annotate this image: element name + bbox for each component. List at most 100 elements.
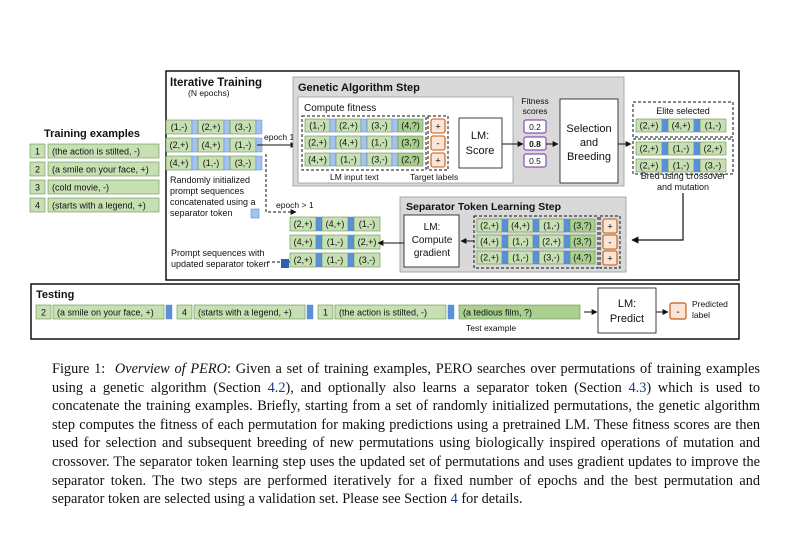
- epoch-1-label: epoch 1: [264, 132, 295, 142]
- sep-row-0-item-2-text: (1,-): [543, 220, 560, 230]
- genetic-algorithm-title: Genetic Algorithm Step: [298, 82, 420, 94]
- sep-row-0-sep-1: [532, 218, 540, 233]
- elite-sep-1: [693, 118, 701, 133]
- updated-caption-line-1: Prompt sequences with: [171, 248, 265, 258]
- testing-sequence: 2(a smile on your face, +)4(starts with …: [35, 304, 581, 320]
- sep-row-2-sep-0: [501, 250, 509, 265]
- train-text-1: (a smile on your face, +): [52, 165, 149, 175]
- updated-row-2-sep-0: [315, 252, 323, 268]
- iterative-training-subtitle: (N epochs): [188, 88, 230, 98]
- predicted-label-box: [669, 302, 687, 320]
- sep-target-dashed-box: [599, 215, 621, 269]
- sep-row-0-sep-0: [501, 218, 509, 233]
- train-text-2: (cold movie, -): [52, 183, 109, 193]
- elite-selected-label: Elite selected: [656, 106, 710, 116]
- sep-target-1-text: -: [608, 238, 611, 249]
- elite-dashed-box: [632, 101, 734, 138]
- ga-row-2-item-1-text: (1,-): [340, 154, 357, 164]
- predict-line-2: Predict: [610, 313, 644, 325]
- caption-part-4: for details.: [457, 491, 523, 508]
- init-caption-line-4: separator token: [170, 208, 233, 218]
- ga-row-1-sep-2: [391, 135, 399, 150]
- pero-overview-figure: Training examples 1(the action is stilte…: [29, 70, 740, 340]
- init-row-1-item-0-text: (2,+): [170, 140, 189, 150]
- target-dashed-box: [427, 115, 449, 171]
- train-text-box-2: [47, 179, 160, 195]
- test-text-box-0: [52, 304, 165, 320]
- predict-line-1: LM:: [618, 298, 636, 310]
- ga-row-0-sep-2: [391, 118, 399, 133]
- target-labels-label: Target labels: [410, 172, 458, 182]
- init-row-0-sep-2: [255, 119, 263, 135]
- ga-row-0-item-3-text: (4,?): [401, 120, 420, 130]
- ga-row-2-sep-1: [360, 152, 368, 167]
- lm-input-dashed-box: [301, 115, 427, 171]
- sep-row-2-item-3-cell: [569, 250, 596, 265]
- elite-item-2-cell: [699, 118, 727, 133]
- init-row-0-item-1-text: (2,+): [202, 122, 221, 132]
- updated-row-1-sep-1: [347, 234, 355, 250]
- test-example-label: Test example: [466, 323, 516, 333]
- updated-row-2-item-0-text: (2,+): [294, 255, 313, 265]
- init-row-2-sep-1: [223, 155, 231, 171]
- caption-ref-4[interactable]: 4: [450, 491, 458, 508]
- sep-row-1-item-1-text: (1,-): [512, 236, 529, 246]
- init-row-2-sep-0: [191, 155, 199, 171]
- initial-prompt-sequences: (1,-)(2,+)(3,-)(2,+)(4,+)(1,-)(4,+)(1,-)…: [165, 119, 263, 171]
- updated-row-0-item-2-text: (1,-): [359, 219, 376, 229]
- sep-input-dashed-box: [473, 215, 599, 269]
- caption-ref-4-3[interactable]: 4.3: [628, 379, 647, 396]
- ga-target-0-box: [430, 118, 446, 134]
- updated-row-0-item-1-text: (4,+): [326, 219, 345, 229]
- bred-row-0-item-2-text: (2,+): [704, 143, 723, 153]
- ga-row-0-item-2-text: (3,-): [371, 120, 388, 130]
- lm-score-line-2: Score: [466, 145, 495, 157]
- init-caption-line-2: prompt sequences: [170, 186, 245, 196]
- test-text-0: (a smile on your face, +): [57, 308, 154, 318]
- bred-caption-line-2: and mutation: [657, 182, 709, 192]
- predicted-label-line-1: Predicted: [692, 299, 728, 309]
- elite-item-1-text: (4,+): [672, 120, 691, 130]
- epoch-gt1-arrow: [265, 154, 297, 215]
- sep-row-1-item-3-cell: [569, 234, 596, 249]
- ga-target-1-box: [430, 135, 446, 151]
- elite-sep-0: [661, 118, 669, 133]
- ga-row-0-item-0-text: (1,-): [309, 120, 326, 130]
- separator-step-title: Separator Token Learning Step: [406, 201, 561, 213]
- ga-row-1-item-0-text: (2,+): [308, 137, 327, 147]
- sep-row-1-item-0-text: (4,+): [480, 236, 499, 246]
- updated-row-0-sep-0: [315, 216, 323, 232]
- init-row-1-sep-1: [223, 137, 231, 153]
- separator-token-swatch: [250, 208, 260, 219]
- ga-row-2-item-3-cell: [397, 152, 424, 167]
- ga-row-1-sep-0: [329, 135, 337, 150]
- init-row-1-item-2-text: (1,-): [235, 140, 252, 150]
- init-row-0-sep-0: [191, 119, 199, 135]
- fitness-score-box-0: [523, 119, 547, 134]
- ga-row-0-sep-1: [360, 118, 368, 133]
- updated-row-1-sep-0: [315, 234, 323, 250]
- caption-ref-4-2[interactable]: 4.2: [267, 379, 286, 396]
- updated-row-1-item-2-text: (2,+): [358, 237, 377, 247]
- ga-target-2-box: [430, 152, 446, 168]
- train-num-2: 3: [35, 183, 40, 193]
- updated-row-0-item-0-text: (2,+): [294, 219, 313, 229]
- caption-part-3: ) which is used to concatenate the train…: [52, 379, 760, 508]
- iterative-training-frame: [165, 70, 740, 281]
- selection-line-2: and: [580, 137, 598, 149]
- train-num-box-1: [29, 161, 46, 177]
- ga-row-0-item-3-cell: [397, 118, 424, 133]
- init-row-1-sep-0: [191, 137, 199, 153]
- bred-row-1-item-0-text: (2,+): [640, 160, 659, 170]
- test-text-2: (the action is stilted, -): [339, 308, 427, 318]
- ga-target-1-text: -: [436, 139, 439, 150]
- train-text-box-3: [47, 197, 160, 213]
- test-query-box: [458, 304, 581, 320]
- bred-dashed-box: [632, 138, 734, 175]
- ga-row-0-sep-0: [329, 118, 337, 133]
- test-text-1: (starts with a legend, +): [198, 308, 292, 318]
- ga-to-separator-arrow: [631, 193, 684, 244]
- ga-fitness-rows: (1,-)(2,+)(3,-)(4,?)+(2,+)(4,+)(1,-)(3,?…: [304, 118, 446, 168]
- updated-row-1-item-1-text: (1,-): [327, 237, 344, 247]
- bred-rows: (2,+)(1,-)(2,+)(2,+)(1,-)(3,-): [635, 141, 727, 173]
